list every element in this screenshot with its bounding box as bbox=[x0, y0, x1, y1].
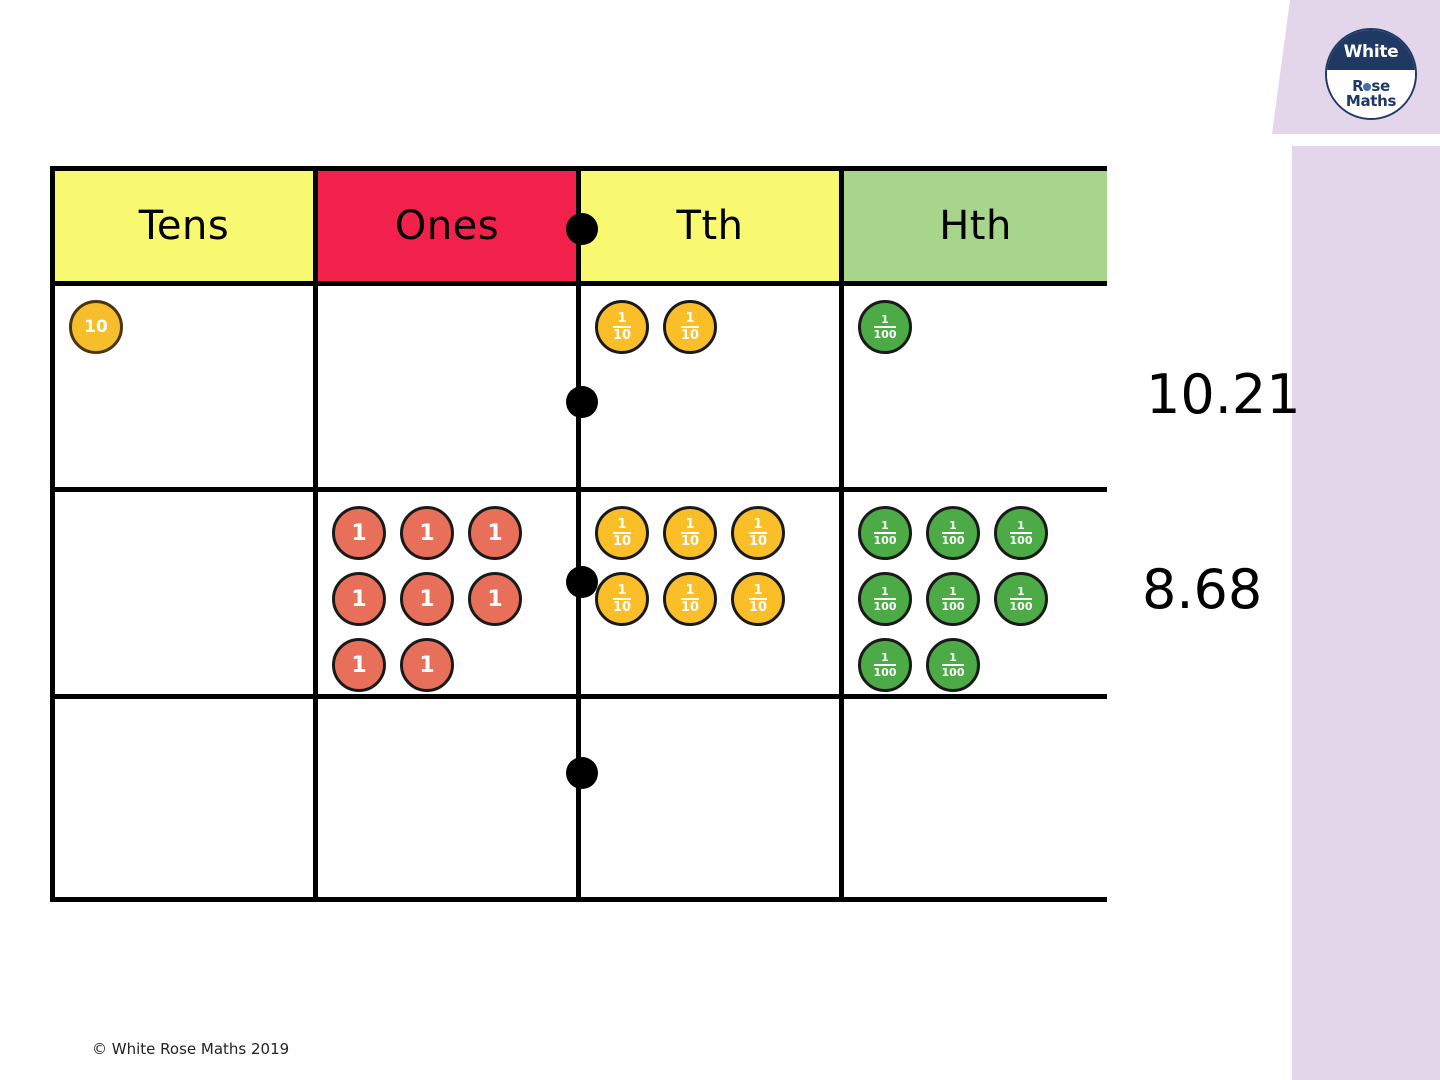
fraction-one-hundredth: 1 100 bbox=[873, 651, 897, 679]
cell-row3-ones[interactable] bbox=[318, 699, 581, 897]
counter-group-row1-ones bbox=[332, 300, 568, 479]
counter-ten: 10 bbox=[69, 300, 123, 354]
counter-group-row2-hth: 1 100 1 100 1 100 1 100 bbox=[858, 506, 1099, 692]
counter-hundredth: 1 100 bbox=[926, 506, 980, 560]
counter-hundredth: 1 100 bbox=[994, 506, 1048, 560]
cell-row2-tth[interactable]: 1 10 1 10 1 10 1 10 bbox=[581, 492, 844, 699]
copyright-text: © White Rose Maths 2019 bbox=[92, 1040, 290, 1058]
decimal-point-row2 bbox=[566, 566, 598, 598]
fraction-one-hundredth: 1 100 bbox=[873, 519, 897, 547]
column-header-hth: Hth bbox=[844, 171, 1107, 286]
decimal-point-row3 bbox=[566, 757, 598, 789]
cell-row1-hth[interactable]: 1 100 bbox=[844, 286, 1107, 492]
fraction-one-tenth: 1 10 bbox=[612, 517, 632, 549]
counter-one: 1 bbox=[468, 572, 522, 626]
decimal-point-row1 bbox=[566, 386, 598, 418]
counter-one: 1 bbox=[332, 572, 386, 626]
counter-hundredth: 1 100 bbox=[858, 300, 912, 354]
counter-tenth: 1 10 bbox=[731, 506, 785, 560]
cell-row2-tens[interactable] bbox=[55, 492, 318, 699]
counter-group-row2-tens bbox=[69, 506, 305, 686]
rose-icon bbox=[1363, 82, 1372, 91]
counter-hundredth: 1 100 bbox=[858, 572, 912, 626]
logo-top-half: White bbox=[1327, 30, 1415, 71]
cell-row1-ones[interactable] bbox=[318, 286, 581, 492]
counter-hundredth: 1 100 bbox=[858, 506, 912, 560]
counter-group-row1-hth: 1 100 bbox=[858, 300, 1099, 479]
fraction-one-hundredth: 1 100 bbox=[941, 519, 965, 547]
logo-text-white: White bbox=[1343, 42, 1399, 63]
counter-group-row1-tens: 10 bbox=[69, 300, 305, 479]
cell-row3-hth[interactable] bbox=[844, 699, 1107, 897]
cell-row2-ones[interactable]: 1 1 1 1 1 1 1 1 bbox=[318, 492, 581, 699]
fraction-one-hundredth: 1 100 bbox=[873, 585, 897, 613]
counter-one: 1 bbox=[468, 506, 522, 560]
cell-row3-tens[interactable] bbox=[55, 699, 318, 897]
place-value-chart: Tens Ones Tth Hth 10 1 10 1 10 bbox=[50, 166, 1107, 902]
counter-group-row2-tth: 1 10 1 10 1 10 1 10 bbox=[595, 506, 831, 686]
cell-row2-hth[interactable]: 1 100 1 100 1 100 1 100 bbox=[844, 492, 1107, 699]
counter-one: 1 bbox=[332, 506, 386, 560]
fraction-one-hundredth: 1 100 bbox=[941, 585, 965, 613]
counter-one: 1 bbox=[400, 506, 454, 560]
decimal-point-header bbox=[566, 213, 598, 245]
fraction-one-tenth: 1 10 bbox=[612, 583, 632, 615]
cell-row1-tth[interactable]: 1 10 1 10 bbox=[581, 286, 844, 492]
counter-one: 1 bbox=[400, 572, 454, 626]
counter-one: 1 bbox=[332, 638, 386, 692]
logo-rose-se: se bbox=[1371, 77, 1390, 96]
counter-hundredth: 1 100 bbox=[858, 638, 912, 692]
counter-hundredth: 1 100 bbox=[994, 572, 1048, 626]
counter-one: 1 bbox=[400, 638, 454, 692]
fraction-one-tenth: 1 10 bbox=[748, 517, 768, 549]
fraction-one-tenth: 1 10 bbox=[680, 517, 700, 549]
counter-group-row2-ones: 1 1 1 1 1 1 1 1 bbox=[332, 506, 568, 692]
fraction-one-hundredth: 1 100 bbox=[1009, 585, 1033, 613]
fraction-one-tenth: 1 10 bbox=[612, 311, 632, 343]
row-value-2: 8.68 bbox=[1142, 558, 1263, 621]
logo-rose-r: R bbox=[1352, 77, 1364, 96]
fraction-one-hundredth: 1 100 bbox=[941, 651, 965, 679]
counter-hundredth: 1 100 bbox=[926, 572, 980, 626]
brand-panel-side bbox=[1292, 146, 1440, 1080]
fraction-one-hundredth: 1 100 bbox=[1009, 519, 1033, 547]
counter-tenth: 1 10 bbox=[731, 572, 785, 626]
counter-tenth: 1 10 bbox=[595, 300, 649, 354]
cell-row3-tth[interactable] bbox=[581, 699, 844, 897]
counter-tenth: 1 10 bbox=[663, 572, 717, 626]
fraction-one-tenth: 1 10 bbox=[680, 583, 700, 615]
column-header-tens: Tens bbox=[55, 171, 318, 286]
counter-tenth: 1 10 bbox=[595, 572, 649, 626]
column-header-ones: Ones bbox=[318, 171, 581, 286]
cell-row1-tens[interactable]: 10 bbox=[55, 286, 318, 492]
row-value-1: 10.21 bbox=[1146, 363, 1301, 426]
column-header-tth: Tth bbox=[581, 171, 844, 286]
fraction-one-hundredth: 1 100 bbox=[873, 313, 897, 341]
logo-text-maths: Maths bbox=[1345, 92, 1397, 111]
counter-tenth: 1 10 bbox=[663, 300, 717, 354]
counter-tenth: 1 10 bbox=[663, 506, 717, 560]
fraction-one-tenth: 1 10 bbox=[680, 311, 700, 343]
counter-hundredth: 1 100 bbox=[926, 638, 980, 692]
fraction-one-tenth: 1 10 bbox=[748, 583, 768, 615]
counter-tenth: 1 10 bbox=[595, 506, 649, 560]
counter-group-row1-tth: 1 10 1 10 bbox=[595, 300, 831, 479]
